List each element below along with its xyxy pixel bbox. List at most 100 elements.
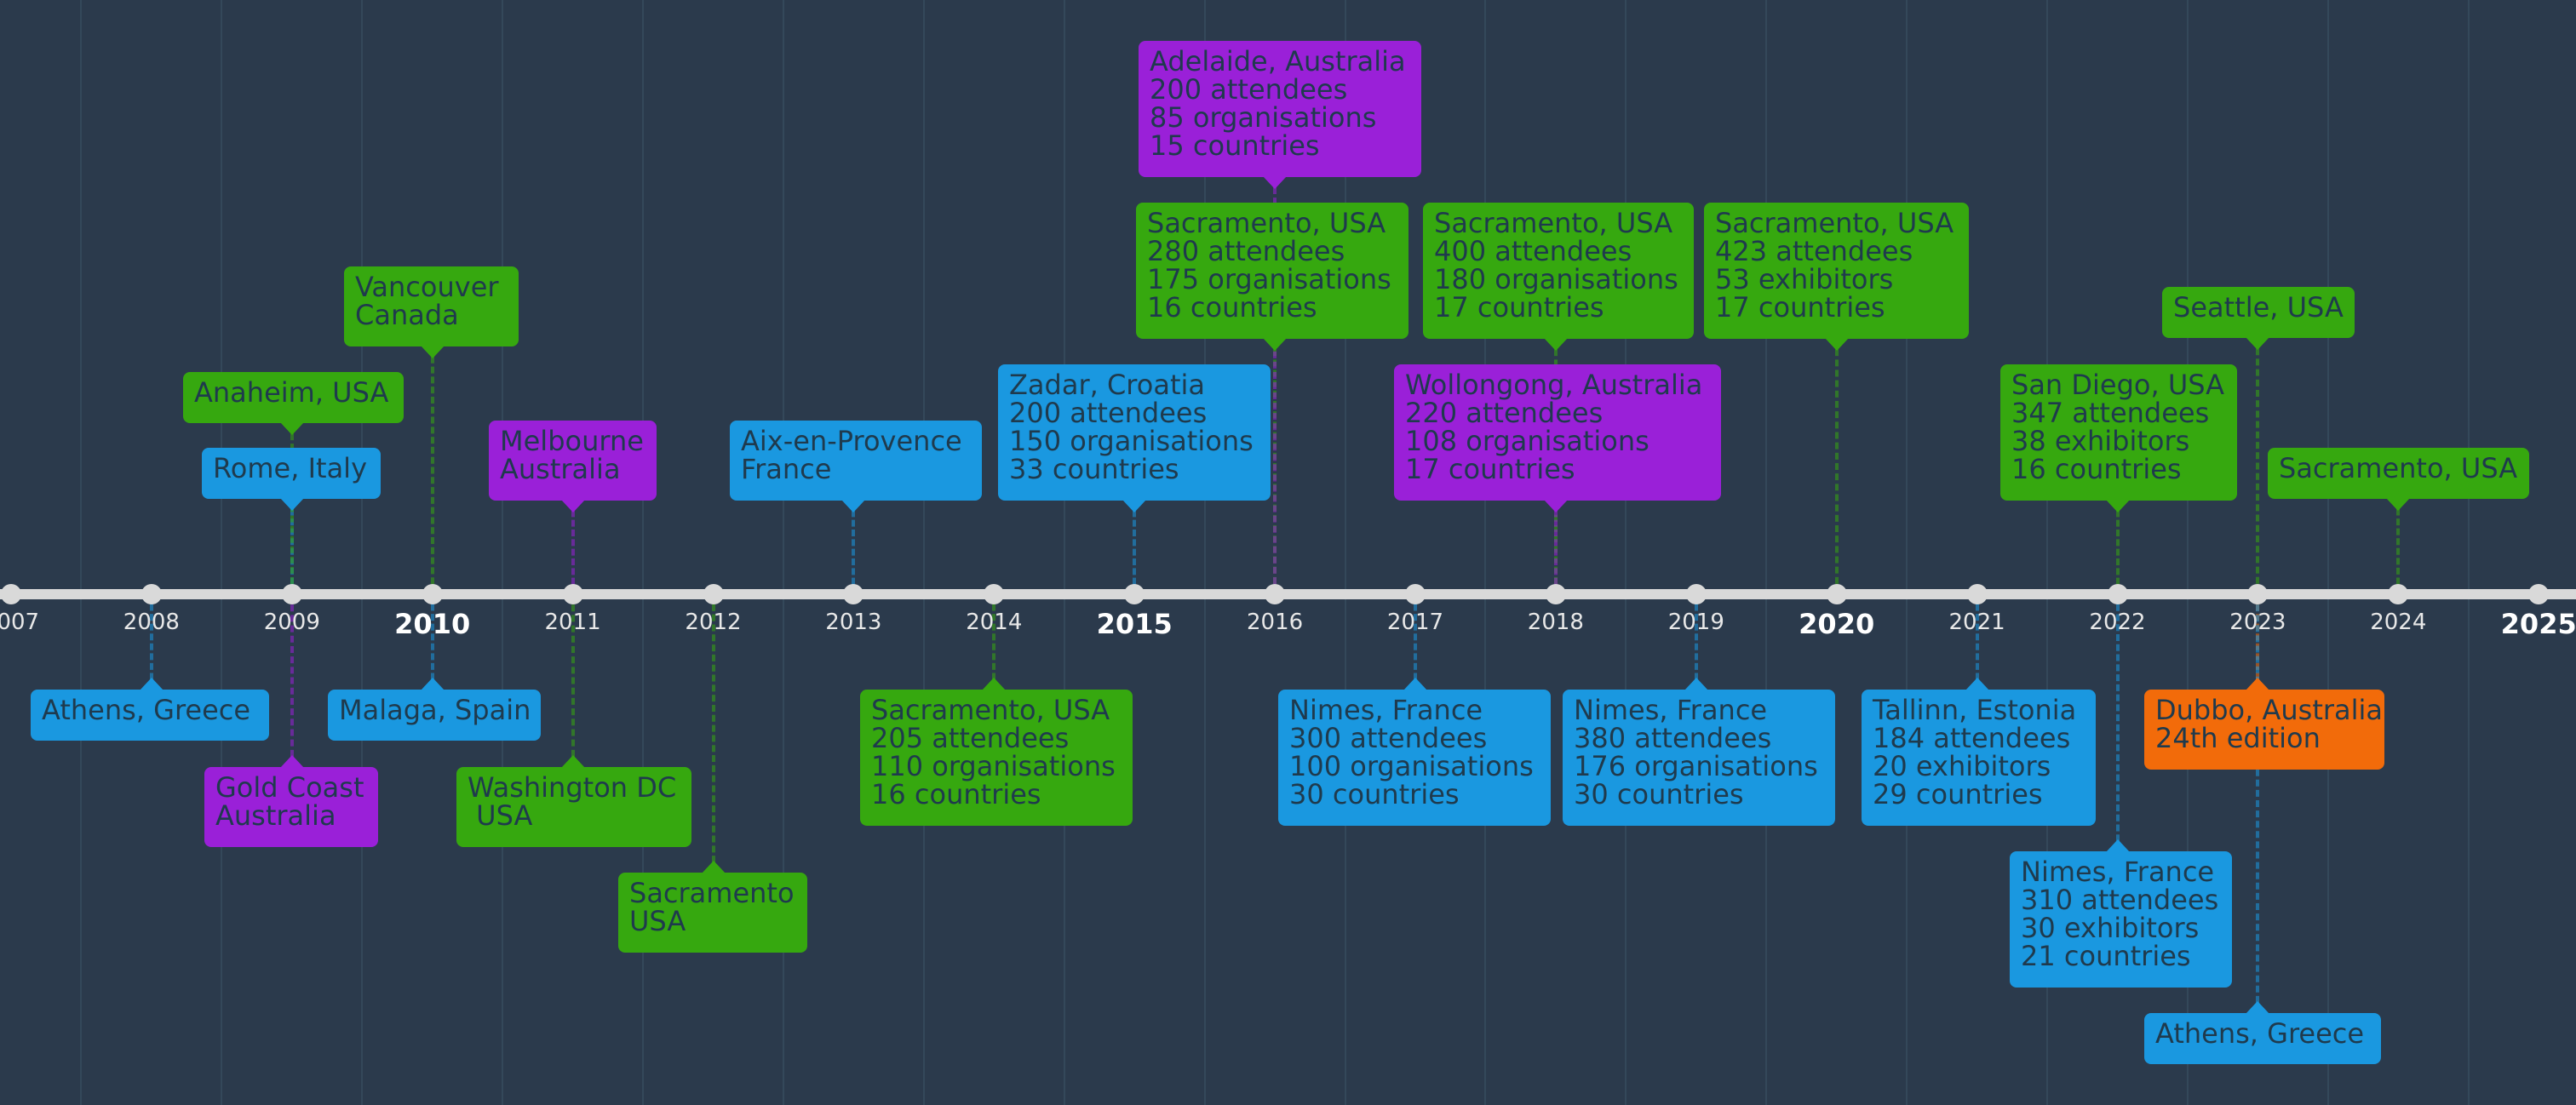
event-text-line: Sacramento, USA [1715, 207, 1954, 239]
event-connector [2256, 594, 2260, 1013]
axis-tick-label: 2007 [0, 610, 40, 635]
axis-tick-dot [281, 584, 302, 604]
event-text-line: 205 attendees [871, 722, 1070, 754]
event-text-line: Australia [215, 799, 336, 832]
event-text-line: 184 attendees [1873, 722, 2071, 754]
event-connector [1273, 177, 1277, 594]
event-text-line: 85 organisations [1150, 101, 1377, 134]
axis-tick-dot [1826, 584, 1847, 604]
event-text-line: Seattle, USA [2173, 291, 2344, 323]
event-text-line: 30 exhibitors [2021, 912, 2200, 944]
event-text-line: 30 countries [1574, 778, 1744, 810]
event-pointer [841, 500, 866, 512]
event-text-line: 17 countries [1715, 291, 1885, 323]
event-connector [1834, 339, 1839, 594]
event-pointer [1122, 500, 1147, 512]
axis-tick-label: 2014 [966, 610, 1023, 635]
axis-tick-label: 2016 [1247, 610, 1304, 635]
event-pointer [420, 678, 445, 690]
event-pointer [2246, 678, 2270, 690]
event-text-line: 280 attendees [1147, 235, 1345, 267]
axis-tick-label: 2008 [123, 610, 180, 635]
axis-tick-label: 2017 [1386, 610, 1444, 635]
axis-tick-label: 2024 [2370, 610, 2427, 635]
event-text-line: 38 exhibitors [2011, 425, 2190, 457]
event-pointer [420, 346, 445, 358]
event-text-line: Vancouver [355, 271, 499, 303]
event-pointer [701, 861, 726, 873]
event-pointer [139, 678, 164, 690]
axis-tick-label: 2021 [1948, 610, 2005, 635]
event-text-line: 108 organisations [1405, 425, 1649, 457]
event-box: Athens, Greece [31, 678, 269, 741]
event-text-line: 100 organisations [1289, 750, 1534, 782]
grid-line [1906, 0, 1908, 1105]
axis-tick-dot [1545, 584, 1566, 604]
event-pointer [1403, 678, 1427, 690]
grid-line [782, 0, 784, 1105]
event-text-line: 176 organisations [1574, 750, 1818, 782]
event-connector [290, 594, 294, 767]
event-text-line: 15 countries [1150, 129, 1320, 162]
axis-tick-label: 2019 [1667, 610, 1724, 635]
event-text-line: 20 exhibitors [1873, 750, 2051, 782]
event-text-line: 200 attendees [1009, 397, 1208, 429]
event-text-line: Athens, Greece [42, 694, 251, 726]
grid-line [2467, 0, 2470, 1105]
event-text-line: 29 countries [1873, 778, 2043, 810]
event-text-line: Australia [500, 453, 621, 485]
event-text-line: 33 countries [1009, 453, 1179, 485]
axis-tick-dot [2107, 584, 2128, 604]
event-connector [430, 594, 434, 690]
event-text-line: USA [468, 799, 533, 832]
event-text-line: 400 attendees [1434, 235, 1632, 267]
axis-tick-dot [1, 584, 21, 604]
axis-tick-dot [562, 584, 583, 604]
event-text-line: 21 countries [2021, 940, 2191, 972]
event-pointer [1543, 338, 1568, 351]
grid-line [502, 0, 504, 1105]
axis-tick-label: 2022 [2089, 610, 2146, 635]
axis-tick-dot [1124, 584, 1145, 604]
event-pointer [279, 755, 304, 768]
event-text-line: Nimes, France [2021, 856, 2215, 888]
event-text-line: Washington DC [468, 771, 677, 804]
event-text-line: 16 countries [1147, 291, 1317, 323]
event-connector [711, 594, 715, 873]
event-pointer [2105, 500, 2130, 512]
event-pointer [2105, 839, 2130, 852]
event-text-line: Gold Coast [215, 771, 364, 804]
event-text-line: Malaga, Spain [339, 694, 531, 726]
axis-tick-dot [141, 584, 162, 604]
event-connector [2115, 501, 2120, 594]
grid-line [2326, 0, 2329, 1105]
event-box: Seattle, USA [2162, 287, 2355, 350]
event-connector [430, 346, 434, 594]
event-pointer [560, 500, 585, 512]
event-text-line: Rome, Italy [213, 452, 367, 484]
axis-tick-dot [1966, 584, 1988, 604]
event-text-line: Aix-en-Provence [741, 425, 962, 457]
event-text-line: 17 countries [1405, 453, 1575, 485]
event-text-line: 220 attendees [1405, 397, 1604, 429]
event-text-line: 310 attendees [2021, 884, 2219, 916]
event-connector [1694, 594, 1698, 690]
axis-tick-dot [2528, 584, 2550, 604]
event-text-line: Nimes, France [1289, 694, 1483, 726]
event-text-line: 110 organisations [871, 750, 1116, 782]
axis-tick-label: 2012 [685, 610, 742, 635]
event-text-line: 17 countries [1434, 291, 1604, 323]
grid-line [922, 0, 925, 1105]
grid-line [80, 0, 83, 1105]
grid-line [2046, 0, 2049, 1105]
event-text-line: Canada [355, 299, 459, 331]
grid-line [1344, 0, 1346, 1105]
event-text-line: Anaheim, USA [194, 376, 389, 409]
event-text-line: Wollongong, Australia [1405, 369, 1703, 401]
